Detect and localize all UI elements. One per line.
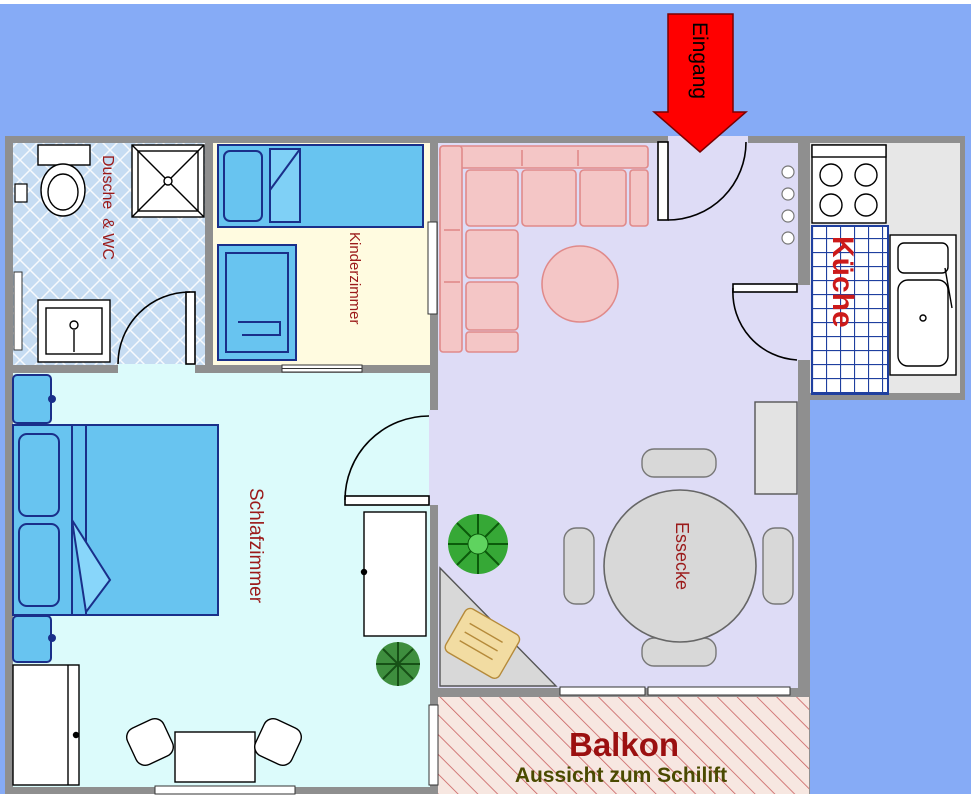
- kitchen-label: Küche: [826, 236, 859, 328]
- kitchen-tile-floor: [811, 225, 889, 395]
- kitchen-door: [732, 283, 798, 361]
- nightstand-top: [12, 374, 56, 424]
- bedroom-label: Schlafzimmer: [245, 488, 266, 604]
- window-living-left: [427, 221, 438, 315]
- dining-table: [603, 489, 757, 643]
- kids-play-mat: [217, 244, 297, 361]
- shower-tray: [131, 144, 205, 218]
- bathroom-label: Dusche & WC: [99, 155, 116, 260]
- balcony-label: Balkon: [569, 726, 679, 763]
- wardrobe: [12, 664, 80, 786]
- bottom-image-edge: [0, 794, 971, 800]
- corner-tv: [444, 607, 521, 680]
- bedroom-door: [344, 415, 430, 506]
- window-bedroom-bottom: [154, 785, 296, 795]
- plant-bedroom: [376, 642, 420, 686]
- window-bathroom: [13, 271, 23, 351]
- dresser: [360, 511, 427, 637]
- window-balcony-door-left: [559, 686, 646, 696]
- kitchen-door-opening: [797, 285, 811, 360]
- coat-hooks: [781, 165, 795, 245]
- entrance-arrow: [651, 13, 749, 153]
- top-image-edge: [0, 0, 971, 4]
- kids-room-label: Kinderzimmer: [346, 232, 363, 325]
- entrance-label: Eingang: [688, 22, 711, 99]
- desk-with-chairs: [126, 718, 302, 783]
- window-balcony-door-right: [647, 686, 791, 696]
- bedroom-door-opening: [429, 410, 439, 505]
- coffee-table: [541, 245, 619, 323]
- plant-living-room: [448, 514, 508, 574]
- bathroom-door: [117, 291, 196, 365]
- stove: [811, 144, 887, 224]
- corner-sofa: [439, 145, 649, 353]
- balcony-view-label: Aussicht zum Schilift: [515, 764, 727, 787]
- double-bed: [12, 424, 219, 616]
- nightstand-bottom: [12, 615, 56, 663]
- balcony-hatching: [438, 697, 809, 794]
- bathroom-door-opening: [118, 364, 195, 373]
- sideboard: [754, 401, 798, 495]
- entrance-door: [657, 141, 747, 221]
- kitchen-sink: [889, 234, 957, 376]
- kids-bed: [217, 144, 424, 228]
- dining-chairs: [563, 448, 794, 667]
- washbasin: [37, 299, 111, 363]
- window-bedroom-right: [428, 704, 439, 786]
- toilet-paper-holder: [14, 183, 28, 203]
- toilet: [37, 144, 91, 217]
- dining-label: Essecke: [672, 522, 692, 590]
